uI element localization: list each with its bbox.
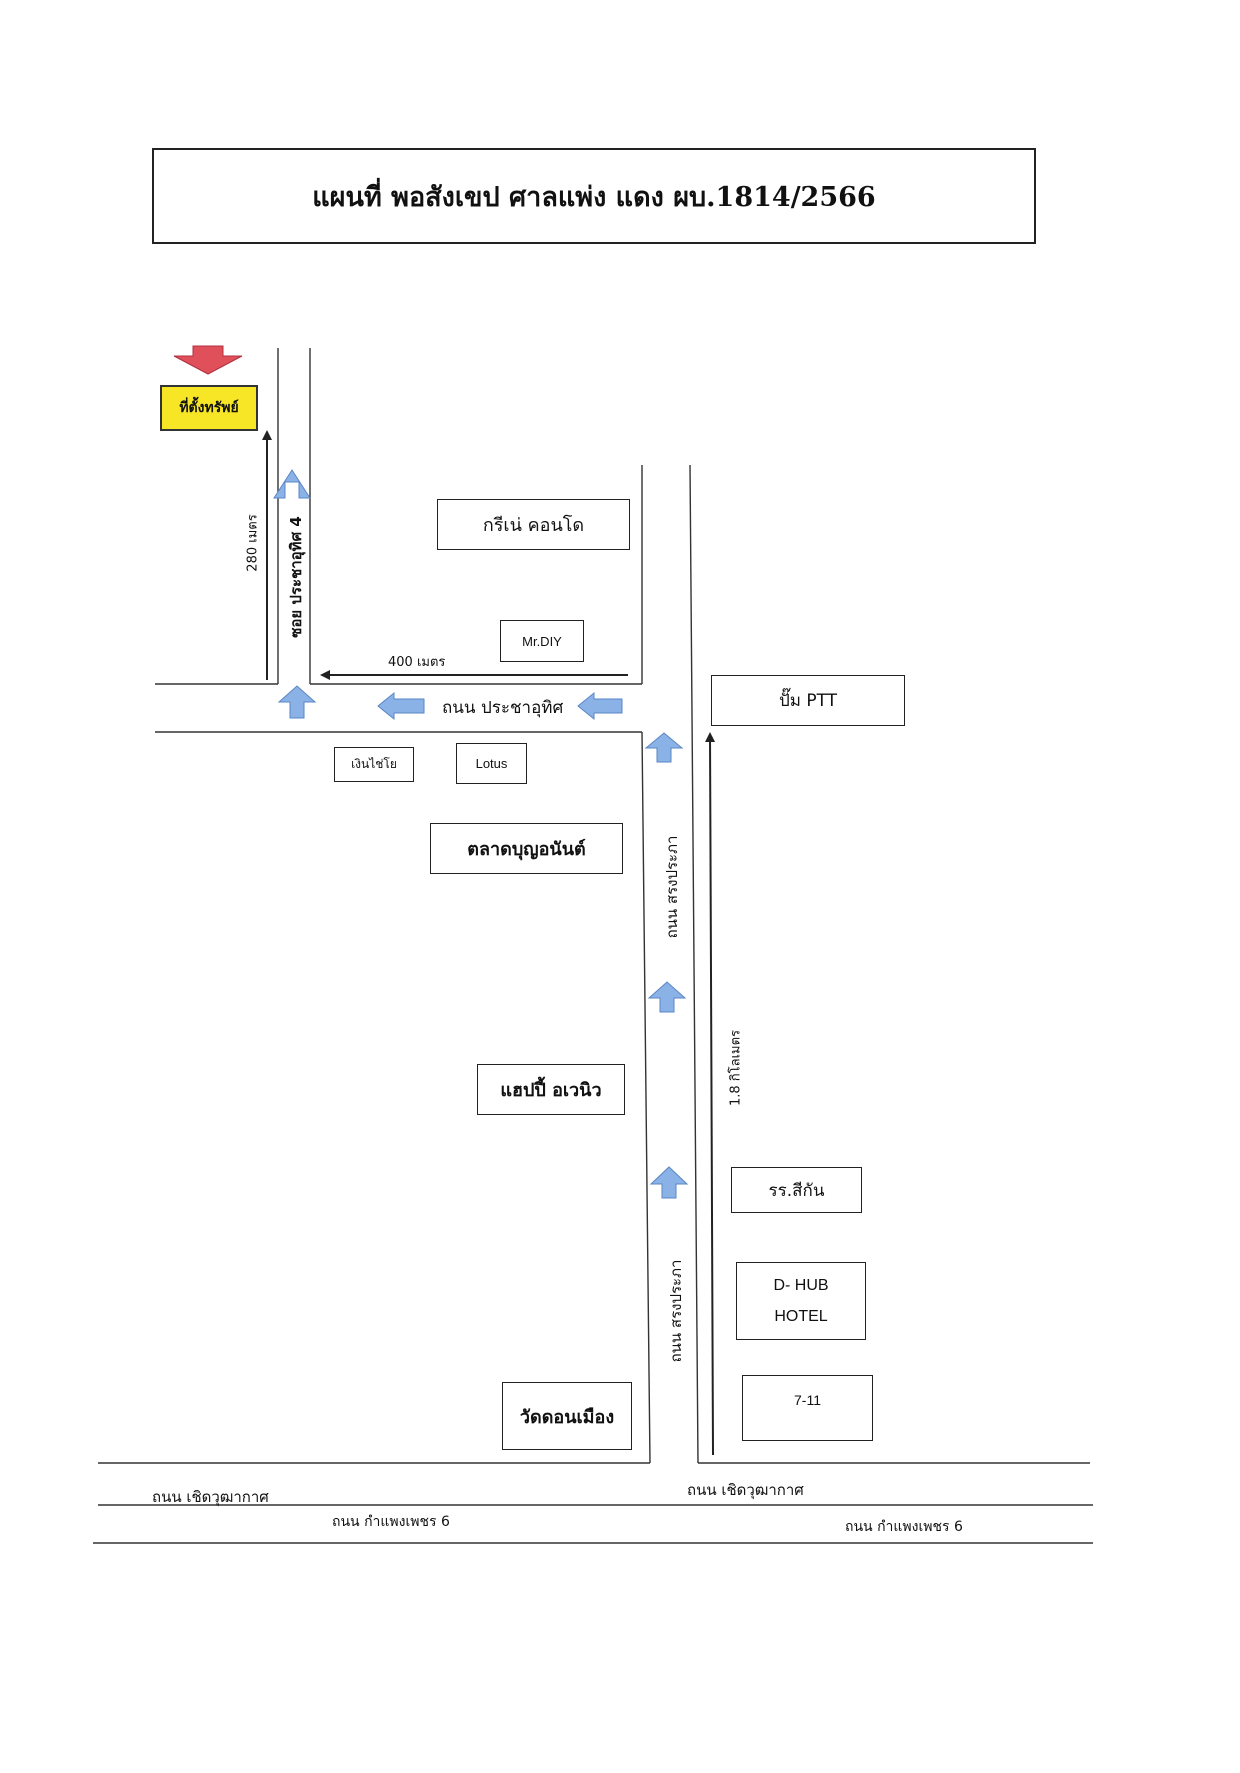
landmark-talad: ตลาดบุญอนันต์ xyxy=(430,823,623,874)
landmark-talad-label: ตลาดบุญอนันต์ xyxy=(467,839,586,860)
map-title: แผนที่ พอสังเขป ศาลแพ่ง แดง ผบ.1814/2566 xyxy=(312,181,876,213)
blue-up-arrow-icon xyxy=(273,469,311,499)
landmark-school-label: รร.สีกัน xyxy=(768,1180,825,1201)
blue-up-arrow-icon xyxy=(649,1166,689,1199)
landmark-dhub-line1: D- HUB xyxy=(773,1277,829,1294)
property-location-box: ที่ตั้งทรัพย์ xyxy=(160,385,258,431)
landmark-wat-label: วัดดอนเมือง xyxy=(519,1406,615,1428)
kamphaeng-label-right: ถนน กำแพงเพชร 6 xyxy=(845,1519,963,1535)
landmark-lotus-label: Lotus xyxy=(475,756,508,771)
blue-up-arrow-icon xyxy=(277,685,317,719)
choet-label-right: ถนน เชิดวุฒากาศ xyxy=(687,1481,804,1499)
blue-left-arrow-icon xyxy=(377,691,425,721)
blue-up-arrow-icon xyxy=(647,981,687,1013)
landmark-happy-avenue: แฮปปี้ อเวนิว xyxy=(477,1064,625,1115)
landmark-ptt-label: ปั๊ม PTT xyxy=(778,691,838,711)
landmark-mrdiy: Mr.DIY xyxy=(500,620,584,662)
distance-label-18: 1.8 กิโลเมตร xyxy=(728,1029,744,1107)
distance-label-400: 400 เมตร xyxy=(388,655,446,670)
soi-road-label: ซอย ประชาอุทิศ 4 xyxy=(287,516,305,638)
choet-label-left: ถนน เชิดวุฒากาศ xyxy=(152,1488,269,1506)
pracha-uthit-label: ถนน ประชาอุทิศ xyxy=(442,698,564,718)
landmark-dhub-line2: HOTEL xyxy=(774,1308,828,1325)
landmark-seven-label: 7-11 xyxy=(794,1392,821,1408)
landmark-ngin-label: เงินไช่โย xyxy=(351,757,397,771)
landmark-wat-don-mueang: วัดดอนเมือง xyxy=(502,1382,632,1450)
landmark-ptt: ปั๊ม PTT xyxy=(711,675,905,726)
map-title-box: แผนที่ พอสังเขป ศาลแพ่ง แดง ผบ.1814/2566 xyxy=(152,148,1036,244)
landmark-seven-eleven: 7-11 xyxy=(742,1375,873,1441)
blue-up-arrow-icon xyxy=(644,732,684,763)
landmark-greene-condo: กรีเน่ คอนโด xyxy=(437,499,630,550)
landmark-mrdiy-label: Mr.DIY xyxy=(522,633,562,649)
property-label: ที่ตั้งทรัพย์ xyxy=(179,400,239,416)
distance-arrow-18 xyxy=(705,732,716,1456)
distance-label-280: 280 เมตร xyxy=(245,514,261,572)
landmark-happy-label: แฮปปี้ อเวนิว xyxy=(500,1080,602,1101)
landmark-greene-label: กรีเน่ คอนโด xyxy=(482,515,585,536)
blue-left-arrow-icon xyxy=(577,691,623,721)
songprapa-label-lower: ถนน สรงประภา xyxy=(667,1259,685,1363)
property-marker-icon xyxy=(173,345,243,375)
landmark-ngin-chaiyo: เงินไช่โย xyxy=(334,747,414,782)
landmark-lotus: Lotus xyxy=(456,743,527,784)
landmark-dhub-hotel: D- HUB HOTEL xyxy=(736,1262,866,1340)
landmark-school: รร.สีกัน xyxy=(731,1167,862,1213)
songprapa-label-upper: ถนน สรงประภา xyxy=(663,835,681,939)
songprapa-right xyxy=(689,464,699,1464)
kamphaeng-label-left: ถนน กำแพงเพชร 6 xyxy=(332,1514,450,1530)
songprapa-left-lower xyxy=(641,731,651,1464)
